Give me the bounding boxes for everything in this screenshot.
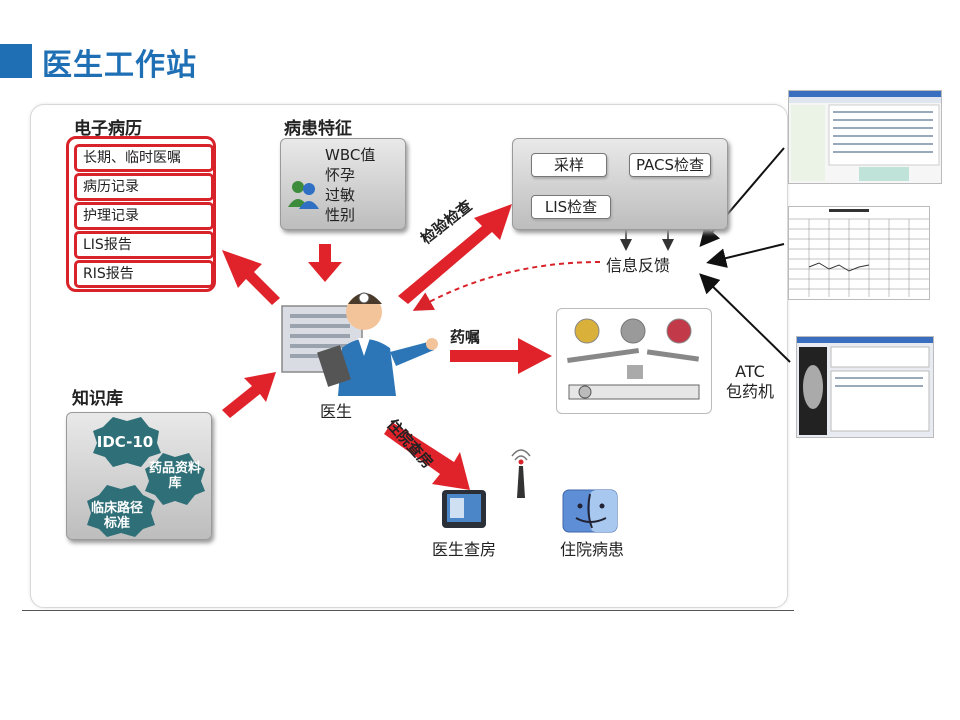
atc-label: ATC 包药机 bbox=[726, 362, 774, 402]
his-screenshot-art bbox=[789, 91, 941, 181]
pacs-screenshot-art bbox=[797, 337, 933, 435]
doctor-icon bbox=[281, 292, 438, 396]
emr-box: 长期、临时医嘱 病历记录 护理记录 LIS报告 RIS报告 bbox=[66, 136, 216, 292]
prescription-label: 药嘱 bbox=[450, 328, 481, 346]
badge-idc10[interactable]: IDC-10 bbox=[96, 433, 154, 451]
arrow-prescription bbox=[450, 338, 552, 374]
knowledge-heading: 知识库 bbox=[72, 389, 123, 409]
emr-item-records[interactable]: 病历记录 bbox=[74, 173, 214, 201]
emr-item-orders[interactable]: 长期、临时医嘱 bbox=[74, 144, 214, 172]
arrow-to-lab bbox=[398, 204, 512, 304]
users-icon bbox=[288, 181, 319, 209]
inpatient-label: 住院病患 bbox=[560, 540, 625, 559]
info-feedback-label: 信息反馈 bbox=[606, 256, 671, 275]
badge-clinical-path[interactable]: 临床路径标准 bbox=[91, 501, 144, 531]
atc-label-line1: ATC bbox=[735, 362, 765, 381]
bottom-divider bbox=[22, 610, 794, 611]
emr-heading: 电子病历 bbox=[74, 119, 142, 139]
nursing-chart-art bbox=[789, 209, 929, 297]
knowledge-box: IDC-10 药品资料库 临床路径标准 bbox=[66, 412, 212, 540]
feature-pregnancy: 怀孕 bbox=[325, 166, 356, 184]
feature-allergy: 过敏 bbox=[325, 186, 356, 204]
emr-item-lis[interactable]: LIS报告 bbox=[74, 231, 214, 259]
atc-machine-icon bbox=[567, 318, 700, 400]
arrow-ward bbox=[384, 422, 470, 490]
pacs-exam-box[interactable]: PACS检查 bbox=[629, 153, 711, 177]
wireless-antenna-icon bbox=[511, 449, 531, 498]
page-title: 医生工作站 bbox=[42, 48, 197, 83]
lab-box: 采样 LIS检查 PACS检查 bbox=[512, 138, 728, 230]
arrow-to-emr bbox=[222, 250, 280, 305]
tablet-icon bbox=[442, 490, 486, 528]
sample-box[interactable]: 采样 bbox=[531, 153, 607, 177]
arrow-from-knowledge bbox=[222, 372, 276, 418]
title-accent-bar bbox=[0, 44, 32, 78]
nursing-chart-screenshot-thumbnail[interactable] bbox=[788, 206, 930, 300]
doctor-rounds-label: 医生查房 bbox=[432, 540, 497, 559]
doctor-illustration bbox=[278, 286, 444, 396]
badge-drug-db[interactable]: 药品资料库 bbox=[148, 461, 201, 491]
features-box: WBC值 怀孕 过敏 性别 bbox=[280, 138, 406, 230]
atc-label-line2: 包药机 bbox=[726, 382, 775, 401]
emr-item-ris[interactable]: RIS报告 bbox=[74, 260, 214, 288]
lis-exam-box[interactable]: LIS检查 bbox=[531, 195, 611, 219]
knowledge-badges-bg bbox=[87, 417, 205, 537]
arrow-from-features bbox=[308, 244, 342, 282]
emr-item-nursing[interactable]: 护理记录 bbox=[74, 202, 214, 230]
features-heading: 病患特征 bbox=[284, 119, 352, 139]
his-screenshot-thumbnail[interactable] bbox=[788, 90, 942, 184]
pacs-screenshot-thumbnail[interactable] bbox=[796, 336, 934, 438]
mac-finder-icon bbox=[562, 489, 618, 533]
feature-wbc: WBC值 bbox=[325, 146, 376, 164]
atc-machine bbox=[556, 308, 712, 414]
feature-gender: 性别 bbox=[325, 206, 356, 224]
doctor-label: 医生 bbox=[320, 402, 353, 421]
